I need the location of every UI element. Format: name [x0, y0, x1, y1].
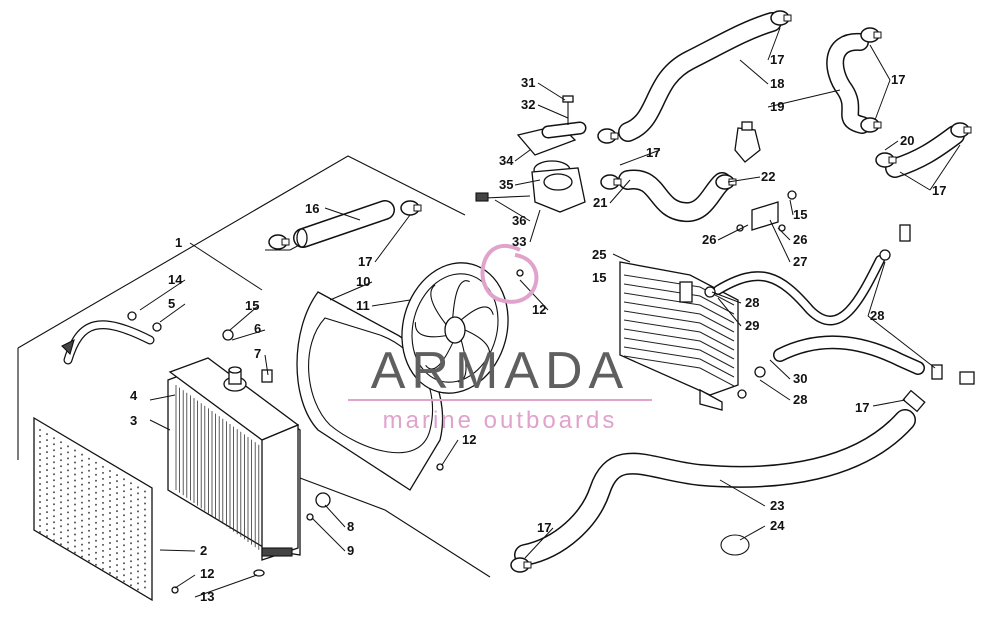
callout-17-b: 17	[646, 145, 660, 160]
watermark-brand: ARMADA	[371, 342, 629, 400]
radiator-screen	[33, 416, 153, 602]
callout-18: 18	[770, 76, 784, 91]
callout-17-e: 17	[932, 183, 946, 198]
callout-34: 34	[499, 153, 514, 168]
watermark-swirl-icon	[480, 244, 539, 304]
radiator	[167, 357, 301, 561]
callout-28-c: 28	[793, 392, 807, 407]
callout-17-c: 17	[770, 52, 784, 67]
oil-pipe-29	[713, 255, 885, 326]
callout-30: 30	[793, 371, 807, 386]
callout-6: 6	[254, 321, 261, 336]
radiator-cap	[223, 366, 247, 392]
callout-19: 19	[770, 99, 784, 114]
callout-27: 27	[793, 254, 807, 269]
oil-pipe-30	[773, 335, 925, 375]
callout-35: 35	[499, 177, 513, 192]
hose-23	[514, 389, 926, 566]
small-bolts	[127, 269, 524, 594]
callout-13: 13	[200, 589, 214, 604]
callout-33: 33	[512, 234, 526, 249]
callout-21: 21	[593, 195, 607, 210]
callout-17-d: 17	[891, 72, 905, 87]
leader-lines	[139, 27, 961, 598]
callout-8: 8	[347, 519, 354, 534]
callout-28-a: 28	[745, 295, 759, 310]
callout-12-b: 12	[462, 432, 476, 447]
callout-32: 32	[521, 97, 535, 112]
callout-31: 31	[521, 75, 535, 90]
hose-21	[618, 169, 732, 222]
callout-28-b: 28	[870, 308, 884, 323]
mount-bracket	[736, 190, 797, 232]
callout-7: 7	[254, 346, 261, 361]
callout-23: 23	[770, 498, 784, 513]
hose-19	[826, 33, 871, 134]
callout-26-a: 26	[702, 232, 716, 247]
hose-16	[293, 200, 395, 248]
armada-watermark: ARMADA marine outboards	[348, 244, 652, 434]
callout-11: 11	[356, 298, 370, 313]
callout-20: 20	[900, 133, 914, 148]
callout-15-b: 15	[793, 207, 807, 222]
callout-17-f: 17	[855, 400, 869, 415]
callout-9: 9	[347, 543, 354, 558]
fittings-28	[704, 224, 975, 399]
callout-15-c: 15	[592, 270, 606, 285]
callout-17-g: 17	[537, 520, 551, 535]
callout-26-b: 26	[793, 232, 807, 247]
cooling-fan	[401, 262, 509, 394]
callout-1: 1	[175, 235, 182, 250]
hose-18	[618, 12, 782, 142]
callout-3: 3	[130, 413, 137, 428]
callout-12-c: 12	[200, 566, 214, 581]
callout-15-a: 15	[245, 298, 259, 313]
callout-22: 22	[761, 169, 775, 184]
overflow-hose	[61, 320, 155, 365]
thermostat-housing	[475, 95, 587, 213]
watermark-tagline: marine outboards	[383, 407, 618, 434]
callout-25: 25	[592, 247, 606, 262]
callout-16: 16	[305, 201, 319, 216]
callout-14: 14	[168, 272, 183, 287]
clip-24	[720, 534, 750, 556]
part-callouts: 1 2 3 4 5 6 7 8 9 10 11 12 12 12 13 14 1…	[130, 52, 946, 604]
temp-sensor	[734, 121, 761, 163]
callout-2: 2	[200, 543, 207, 558]
callout-24: 24	[770, 518, 785, 533]
callout-17-a: 17	[358, 254, 372, 269]
assembly-outline-1	[17, 155, 491, 578]
callout-10: 10	[356, 274, 370, 289]
callout-4: 4	[130, 388, 138, 403]
callout-29: 29	[745, 318, 759, 333]
callout-36: 36	[512, 213, 526, 228]
hose-20	[885, 125, 965, 178]
callout-12-a: 12	[532, 302, 546, 317]
callout-5: 5	[168, 296, 175, 311]
